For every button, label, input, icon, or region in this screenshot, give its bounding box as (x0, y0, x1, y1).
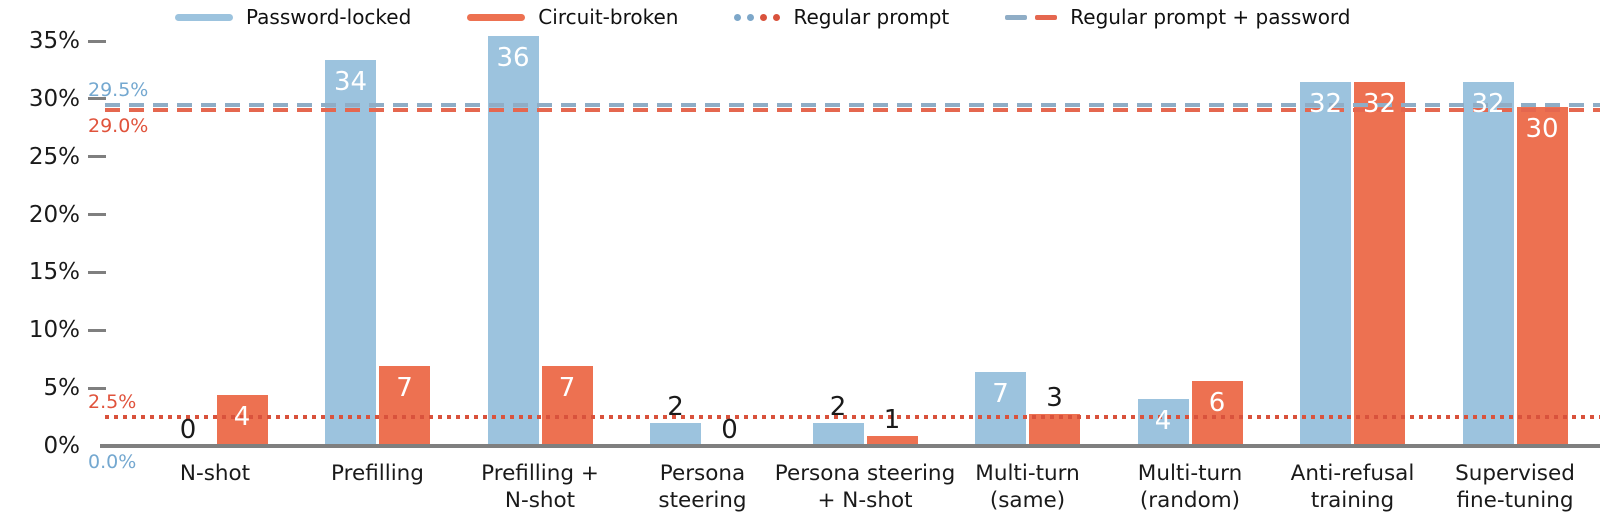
reference-line-regular-prompt-circuit-broken (105, 415, 1600, 420)
y-tick-mark (88, 328, 106, 332)
bar-value-label: 2 (667, 391, 684, 422)
reference-line-regular-prompt-password-circuit-broken (105, 108, 1600, 113)
bar-password-locked-prefilling (325, 59, 376, 446)
x-tick-label: Multi-turn (same) (975, 461, 1080, 513)
bar-value-label: 7 (992, 378, 1009, 409)
bar-password-locked-persona (650, 422, 701, 446)
bar-value-label: 32 (1362, 88, 1397, 119)
x-tick-label: Anti-refusal training (1290, 461, 1415, 513)
legend-item-circuit-broken: Circuit-broken (467, 5, 678, 29)
bar-value-label: 4 (1154, 405, 1172, 436)
bar-password-locked-anti-refusal (1300, 81, 1351, 446)
legend: Password-locked Circuit-broken Regular pro… (175, 2, 1351, 32)
bar-value-label: 0 (179, 415, 197, 445)
y-tick-mark (88, 386, 106, 390)
legend-label: Password-locked (246, 5, 412, 29)
dot-mark (760, 13, 768, 21)
y-tick-mark (88, 155, 106, 159)
x-tick-label: Persona steering (658, 461, 747, 513)
legend-item-regular-prompt: Regular prompt (734, 5, 949, 29)
legend-item-password-locked: Password-locked (175, 5, 411, 29)
reference-line-label-regular-prompt-password-password-locked: 29.5% (88, 78, 149, 101)
bar-value-label: 32 (1471, 88, 1505, 119)
bar-value-label: 32 (1308, 88, 1343, 119)
y-tick-label: 0% (43, 433, 81, 459)
password-locked-solid-line-icon (175, 13, 233, 21)
bar-value-label: 6 (1208, 388, 1226, 419)
bar-password-locked-prefilling (487, 36, 539, 446)
bar-circuit-broken-n-shot (216, 395, 268, 446)
bar-value-label: 0 (721, 415, 738, 445)
legend-label: Circuit-broken (538, 5, 679, 29)
reference-line-regular-prompt-password-password-locked (105, 102, 1600, 107)
bar-value-label: 7 (558, 373, 576, 404)
dot-mark (773, 13, 781, 21)
bar-value-label: 1 (883, 404, 901, 435)
circuit-broken-solid-line-icon (467, 13, 526, 21)
y-tick-label: 10% (28, 317, 80, 344)
x-tick-label: Supervised fine-tuning (1455, 461, 1575, 513)
bar-value-label: 7 (396, 373, 413, 404)
x-tick-label: Multi-turn (random) (1137, 461, 1243, 513)
x-tick-label: Prefilling + N-shot (481, 461, 599, 513)
y-tick-mark (88, 97, 106, 101)
bar-value-label: 3 (1046, 382, 1063, 413)
dot-mark (734, 13, 742, 21)
bar-value-label: 2 (829, 391, 847, 422)
x-tick-label: Persona steering + N-shot (774, 461, 956, 513)
y-tick-label: 20% (28, 201, 80, 228)
x-tick-label: Prefilling (331, 461, 424, 486)
y-tick-mark (88, 270, 106, 274)
reference-line-label-regular-prompt-password-locked: 0.0% (88, 451, 137, 473)
dash-mark (1005, 14, 1028, 20)
bar-value-label: 30 (1525, 113, 1559, 144)
bar-value-label: 4 (233, 402, 251, 433)
regular-prompt-password-dashed-line-icon (1005, 14, 1058, 20)
x-tick-label: N-shot (179, 461, 251, 486)
bar-value-label: 36 (496, 43, 530, 74)
bar-password-locked-multi-turn (975, 371, 1026, 446)
bar-circuit-broken-multi-turn (1191, 381, 1243, 446)
legend-item-regular-prompt-password: Regular prompt + password (1005, 5, 1351, 29)
legend-label: Regular prompt + password (1070, 5, 1351, 29)
legend-label: Regular prompt (793, 5, 950, 29)
regular-prompt-dotted-line-icon (734, 13, 781, 21)
bar-password-locked-persona-steering (812, 422, 864, 446)
x-axis-line (100, 444, 1600, 448)
bar-value-label: 34 (333, 66, 368, 97)
bar-circuit-broken-persona-steering (866, 435, 918, 446)
y-tick-label: 30% (28, 85, 80, 112)
bar-circuit-broken-anti-refusal (1354, 81, 1405, 446)
y-tick-label: 5% (43, 375, 81, 402)
bar-circuit-broken-prefilling (379, 366, 430, 446)
y-tick-mark (88, 213, 106, 217)
bar-circuit-broken-supervised (1516, 106, 1568, 446)
y-tick-mark (88, 39, 106, 43)
y-tick-label: 15% (28, 259, 80, 286)
bar-circuit-broken-prefilling (541, 366, 593, 446)
reference-line-label-regular-prompt-password-circuit-broken: 29.0% (88, 115, 149, 138)
dash-mark (1035, 14, 1058, 20)
bar-password-locked-supervised (1462, 81, 1514, 446)
reference-line-label-regular-prompt-circuit-broken: 2.5% (88, 391, 137, 414)
dot-mark (747, 13, 755, 21)
y-tick-label: 35% (28, 28, 80, 54)
y-tick-label: 25% (28, 143, 80, 170)
bar-password-locked-multi-turn (1137, 398, 1189, 446)
